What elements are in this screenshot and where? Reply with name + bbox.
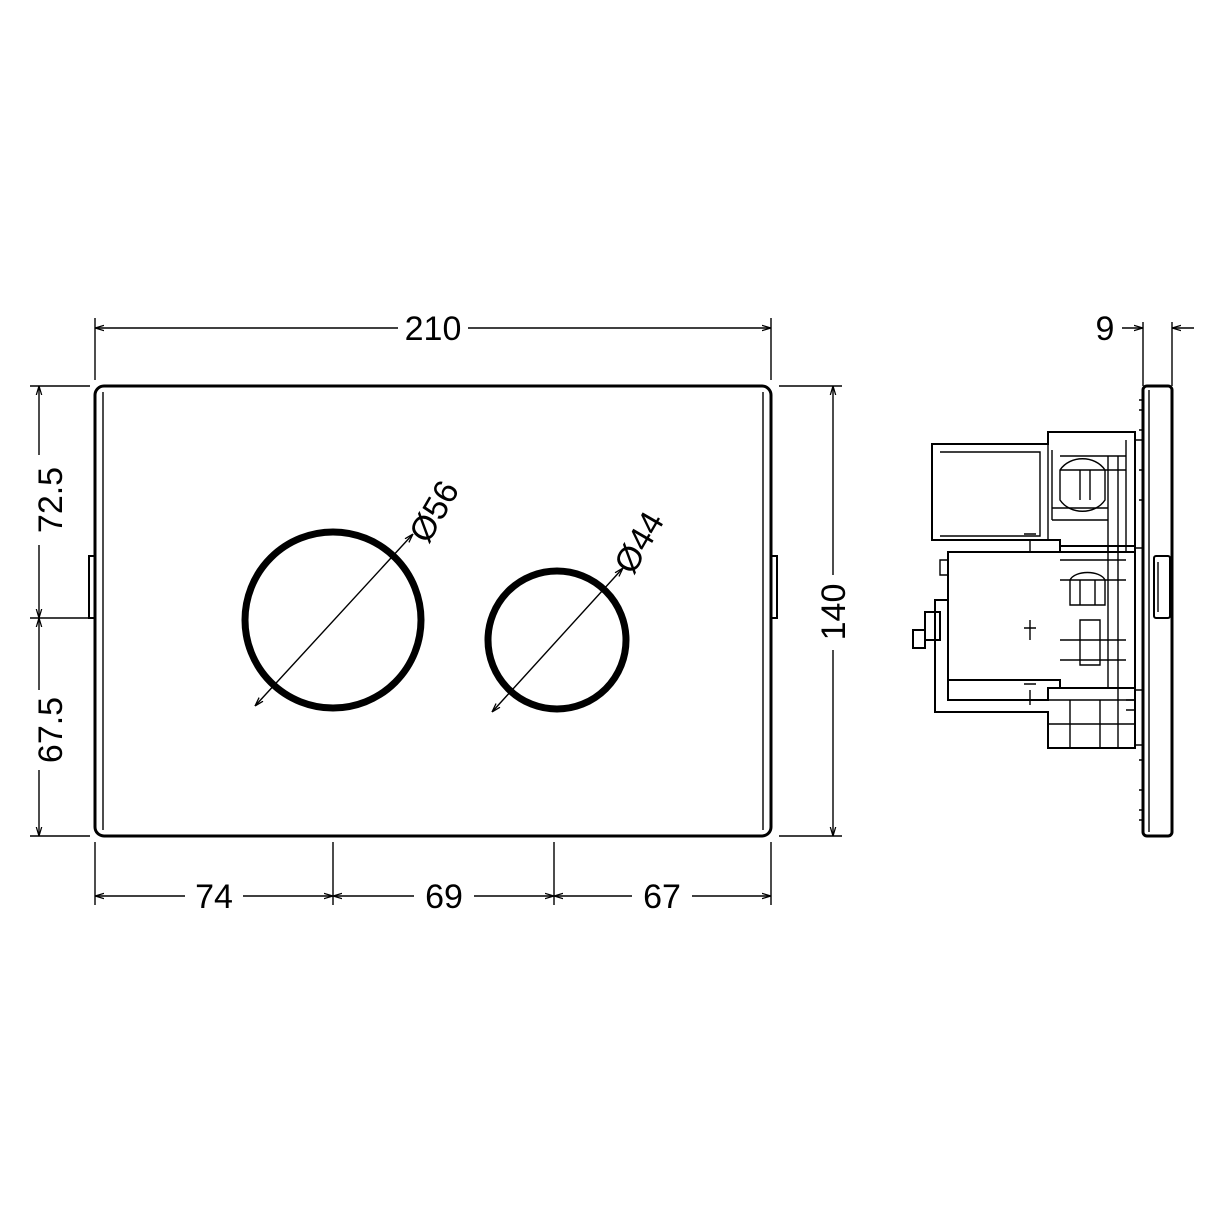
plate-tab-left: [88, 555, 96, 619]
overall-width-label: 210: [405, 310, 462, 348]
depth-label: 9: [1096, 310, 1115, 348]
button2-to-right-label: 67: [643, 878, 681, 916]
top-to-center-label: 72.5: [32, 467, 70, 533]
flush-plate-outline: [93, 384, 773, 838]
flush-mechanism-profile: [912, 431, 1143, 749]
button1-to-button2-label: 69: [425, 878, 463, 916]
front-view: Ø56 Ø44: [88, 384, 778, 838]
small-button-diameter-leader: [492, 568, 623, 712]
center-to-bottom-label: 67.5: [32, 697, 70, 763]
plate-tab-right: [770, 555, 778, 619]
large-button-diameter-leader: [255, 534, 413, 706]
small-button-diameter-label: Ø44: [607, 505, 672, 580]
plate-side-profile: [1141, 384, 1174, 838]
overall-height-label: 140: [815, 584, 853, 641]
large-button-diameter-label: Ø56: [402, 474, 467, 549]
side-view: 9: [912, 310, 1194, 838]
large-flush-button: [241, 528, 425, 712]
left-to-button1-label: 74: [195, 878, 233, 916]
dimension-lines: 210 140 72.5 67.5 74 69 67: [30, 310, 853, 916]
